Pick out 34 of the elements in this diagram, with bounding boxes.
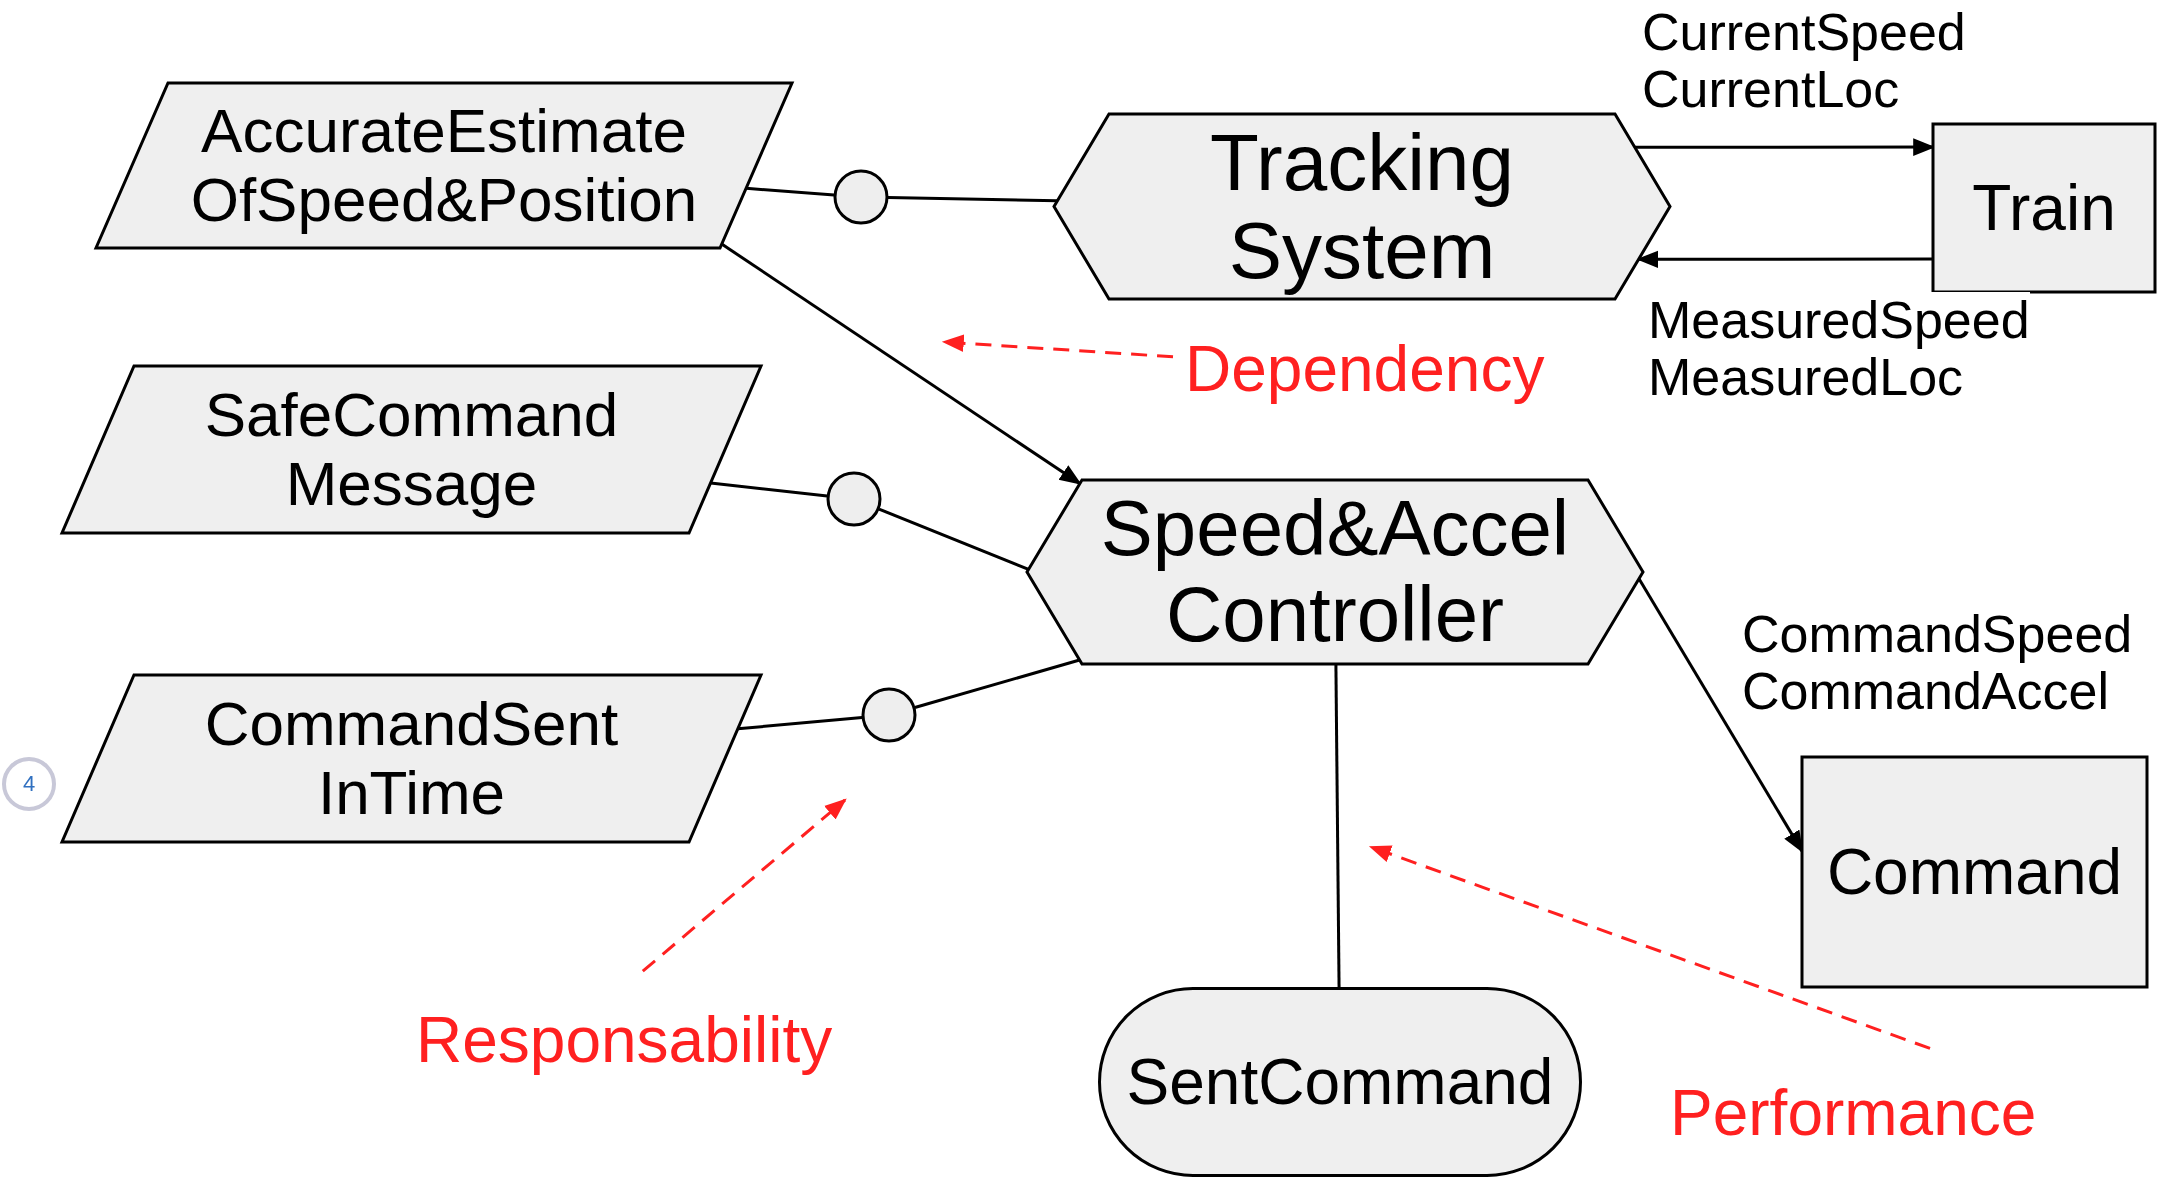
interface-circle: [862, 688, 916, 742]
connector-line: [878, 507, 1030, 571]
arrow: [720, 242, 1082, 485]
process-hexagon: [1054, 114, 1670, 299]
connector-line: [1334, 664, 1341, 987]
node-label: SafeCommand Message: [203, 381, 620, 518]
node-label: Tracking System: [1209, 118, 1515, 295]
leader-arrow: [1368, 845, 1931, 1050]
leader-arrow: [641, 798, 847, 973]
process-hexagon: [1027, 480, 1643, 664]
interface-circle: [827, 472, 881, 526]
annotation-text: Responsability: [416, 1005, 833, 1076]
node-label: SentCommand: [1126, 1046, 1554, 1118]
node-label: AccurateEstimate OfSpeed&Position: [189, 97, 699, 234]
node-label: Speed&Accel Controller: [1099, 486, 1571, 658]
data-parallelogram: [62, 366, 761, 533]
entity-box: [1802, 757, 2147, 987]
data-parallelogram: [96, 83, 792, 248]
arrow: [1637, 577, 1804, 853]
connector-line: [887, 196, 1058, 203]
node-label: Train: [1972, 172, 2116, 244]
entity-box: [1933, 124, 2155, 292]
connector-line: [914, 658, 1081, 709]
connector-line: [745, 186, 835, 197]
connector-line: [710, 481, 828, 498]
annotation-text: Dependency: [1185, 334, 1545, 405]
annotation-text: Performance: [1670, 1078, 2037, 1149]
page-number: 4: [2, 757, 56, 811]
interface-circle: [834, 170, 888, 224]
node-label: CommandSent InTime: [203, 690, 620, 827]
node-label: Command: [1826, 836, 2123, 908]
leader-arrow: [941, 334, 1174, 359]
connector-line: [737, 715, 863, 731]
data-parallelogram: [62, 675, 761, 842]
